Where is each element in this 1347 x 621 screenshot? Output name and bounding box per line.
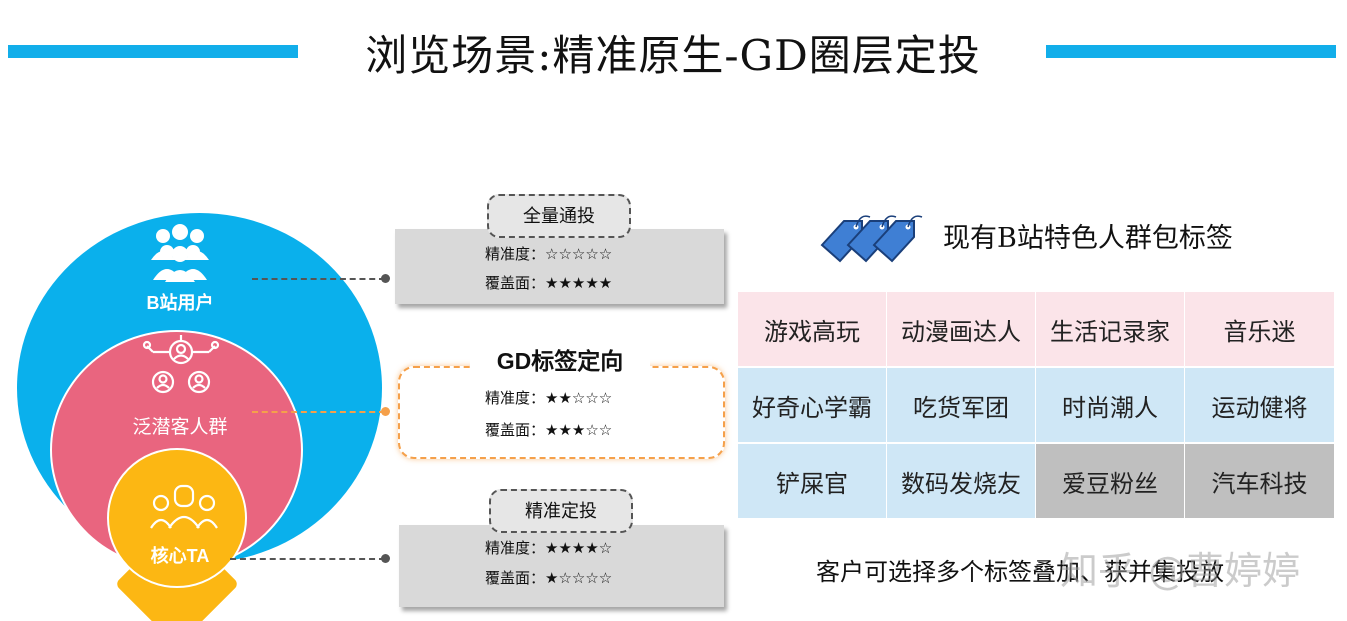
full-coverage-box [395,229,724,304]
network-people-icon [142,335,220,394]
precise-tag: 精准定投 [489,489,633,533]
core-ta-label: 核心TA [150,546,210,566]
tag-grid: 游戏高玩 动漫画达人 生活记录家 音乐迷 好奇心学霸 吃货军团 时尚潮人 运动健… [738,292,1334,518]
tag-panel-title: 现有B站特色人群包标签 [943,223,1233,254]
tag-cell: 吃货军团 [887,368,1035,442]
connector-gd [252,411,385,413]
potential-audience-label: 泛潜客人群 [132,417,228,438]
tag-cell: 生活记录家 [1036,292,1184,366]
core-ta-circle [107,448,247,588]
full-coverage-tag: 全量通投 [487,194,631,238]
gd-targeting-box [398,366,725,459]
tag-cell: 动漫画达人 [887,292,1035,366]
gd-precision: 精准度：★★☆☆☆ [485,389,613,407]
full-coverage: 覆盖面：★★★★★ [485,274,613,292]
tag-cell: 爱豆粉丝 [1036,444,1184,518]
tag-cell: 数码发烧友 [887,444,1035,518]
b-station-users-label: B站用户 [146,293,214,313]
tag-cell: 运动健将 [1185,368,1334,442]
connector-gd-dot [381,407,390,416]
team-icon [150,484,218,529]
connector-full-dot [381,274,390,283]
connector-precise [230,558,385,560]
full-precision: 精准度：☆☆☆☆☆ [485,245,613,263]
precise-precision: 精准度：★★★★☆ [485,539,613,557]
gd-coverage: 覆盖面：★★★☆☆ [485,421,613,439]
tag-cell: 好奇心学霸 [738,368,886,442]
tag-cell: 音乐迷 [1185,292,1334,366]
page-title: 浏览场景:精准原生-GD圈层定投 [365,31,981,80]
watermark: 知乎 @曹婷婷 [1060,549,1301,593]
gd-targeting-title: GD标签定向 [470,342,650,376]
tag-cell: 时尚潮人 [1036,368,1184,442]
tag-cell: 汽车科技 [1185,444,1334,518]
title-bar-left [8,45,298,58]
title-bar-right [1046,45,1336,58]
precise-box [399,525,724,607]
connector-precise-dot [381,554,390,563]
precise-coverage: 覆盖面：★☆☆☆☆ [485,569,613,587]
tag-cell: 铲屎官 [738,444,886,518]
users-group-icon [151,224,209,282]
connector-full [252,278,385,280]
tags-icon [820,215,923,263]
selection-note: 客户可选择多个标签叠加、获并集投放 [816,558,1224,586]
tag-cell: 游戏高玩 [738,292,886,366]
